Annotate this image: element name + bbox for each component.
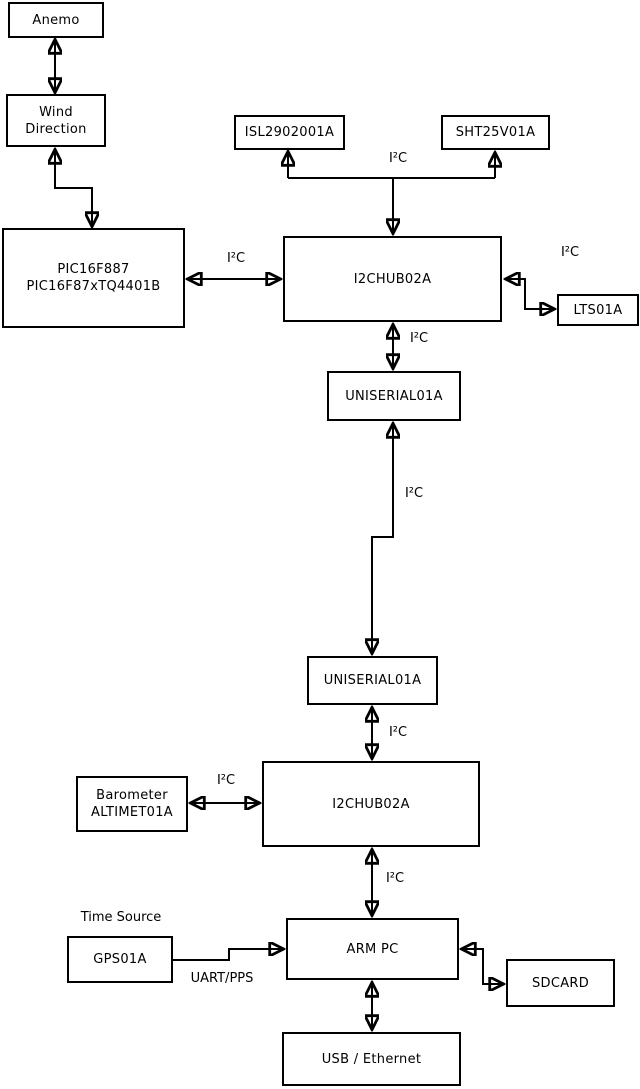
node-anemo: Anemo: [8, 2, 104, 38]
node-i2chub02a-bottom: I2CHUB02A: [262, 761, 480, 847]
node-sdcard: SDCARD: [506, 959, 615, 1007]
edge-gps-armpc: [173, 949, 283, 961]
label-uart-pps: UART/PPS: [190, 971, 254, 986]
label-i2c-hub2-armpc: I²C: [385, 871, 405, 886]
node-gps01a-label: GPS01A: [93, 952, 147, 967]
edge-armpc-sdcard: [462, 949, 503, 984]
node-uniserial01a-bottom-label: UNISERIAL01A: [323, 673, 422, 688]
node-anemo-label: Anemo: [32, 12, 80, 28]
node-barometer: Barometer ALTIMET01A: [76, 776, 188, 832]
label-i2c-uniserial-hub2: I²C: [388, 725, 408, 740]
node-arm-pc-label: ARM PC: [346, 941, 399, 957]
edge-winddirection-pic: [55, 150, 92, 226]
node-i2chub02a-top: I2CHUB02A: [283, 236, 502, 322]
label-i2c-pic-hub: I²C: [226, 251, 246, 266]
node-uniserial01a-top-label: UNISERIAL01A: [345, 388, 443, 404]
node-uniserial01a-bottom: UNISERIAL01A: [307, 656, 438, 705]
node-usb-ethernet-label: USB / Ethernet: [321, 1051, 422, 1067]
label-i2c-hub-uniserial: I²C: [409, 331, 429, 346]
node-gps01a: GPS01A: [67, 936, 173, 983]
node-i2chub02a-top-label: I2CHUB02A: [353, 271, 432, 287]
node-wind-direction-line2: Direction: [25, 121, 87, 137]
label-i2c-hub-lts: I²C: [560, 245, 580, 260]
node-usb-ethernet: USB / Ethernet: [282, 1032, 461, 1086]
node-sht25v01a-label: SHT25V01A: [455, 125, 536, 140]
label-i2c-isl-sht: I²C: [388, 151, 408, 166]
node-barometer-line2: ALTIMET01A: [91, 805, 173, 820]
node-arm-pc: ARM PC: [286, 918, 459, 980]
node-sht25v01a: SHT25V01A: [441, 115, 550, 150]
node-i2chub02a-bottom-label: I2CHUB02A: [332, 796, 410, 812]
node-isl2902001a-label: ISL2902001A: [244, 125, 335, 140]
node-barometer-line1: Barometer: [96, 788, 168, 803]
node-wind-direction-line1: Wind: [39, 104, 73, 120]
node-wind-direction: Wind Direction: [6, 94, 106, 147]
node-pic-line1: PIC16F887: [57, 262, 130, 277]
node-uniserial01a-top: UNISERIAL01A: [327, 371, 461, 421]
node-pic: PIC16F887 PIC16F87xTQ4401B: [2, 228, 185, 328]
label-time-source: Time Source: [80, 910, 162, 925]
label-i2c-long: I²C: [404, 486, 424, 501]
edge-i2chubtop-lts: [506, 279, 554, 309]
node-isl2902001a: ISL2902001A: [234, 115, 345, 150]
label-i2c-barometer-hub2: I²C: [216, 773, 236, 788]
node-sdcard-label: SDCARD: [531, 975, 590, 991]
node-lts01a: LTS01A: [557, 294, 639, 326]
edge-uniserialtop-uniserialbottom: [372, 424, 393, 653]
node-lts01a-label: LTS01A: [573, 302, 623, 318]
node-pic-line2: PIC16F87xTQ4401B: [26, 279, 161, 294]
